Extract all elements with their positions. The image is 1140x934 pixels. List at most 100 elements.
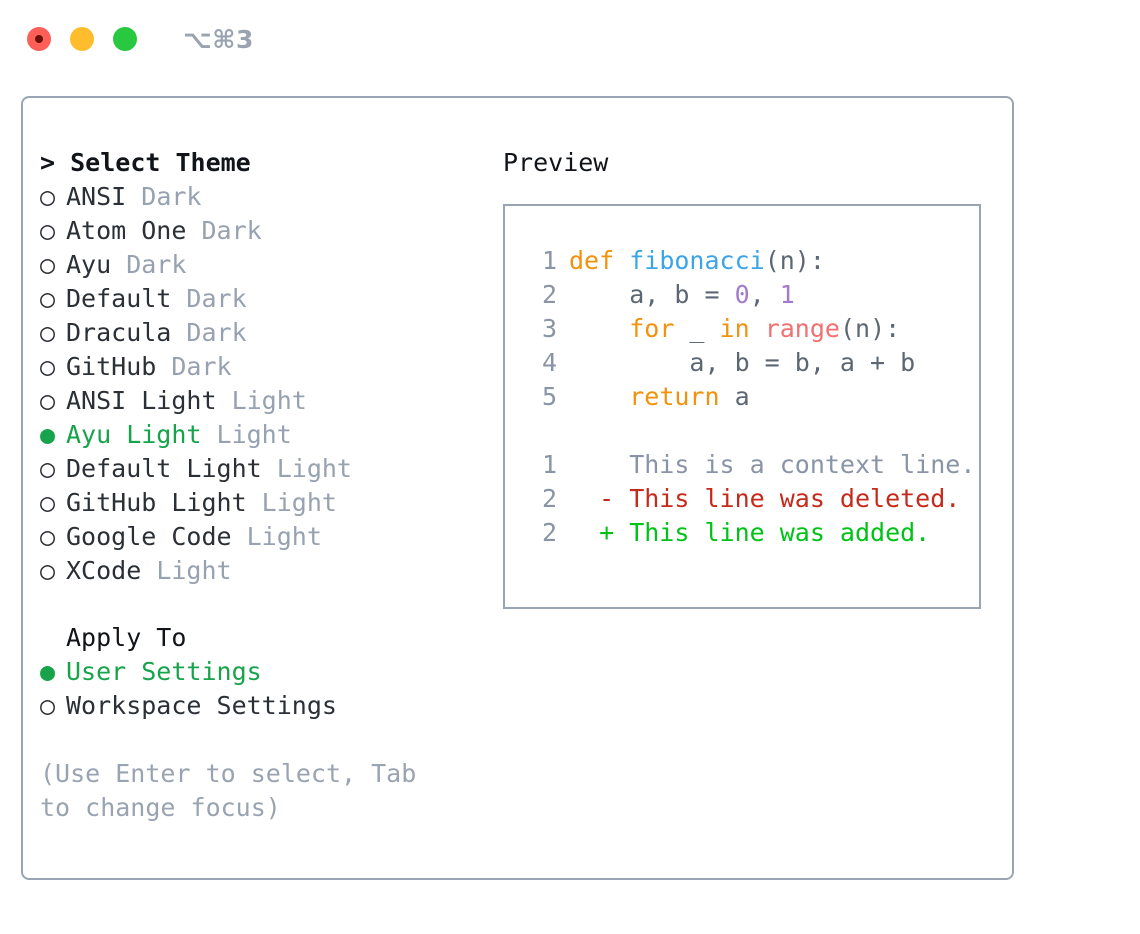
theme-option-11[interactable]: ○XCode Light xyxy=(40,554,503,588)
diff-line-add: 2 + This line was added. xyxy=(523,516,979,550)
radio-unselected-icon: ○ xyxy=(40,352,56,381)
code-line-number: 2 xyxy=(541,280,557,309)
theme-option-label: Ayu Light xyxy=(66,420,202,449)
theme-option-variant: Dark xyxy=(111,250,187,279)
code-line-text: a, b = b, a + b xyxy=(569,346,915,380)
code-line: 3 for _ in range(n): xyxy=(523,312,979,346)
radio-unselected-icon: ○ xyxy=(40,318,56,347)
code-token-kw: return xyxy=(629,382,720,411)
theme-option-label: GitHub Light xyxy=(66,488,247,517)
theme-option-7[interactable]: ●Ayu Light Light xyxy=(40,418,503,452)
theme-option-2[interactable]: ○ Ayu Dark xyxy=(40,248,503,282)
diff-line-text: + This line was added. xyxy=(569,518,931,547)
code-line-number: 1 xyxy=(541,246,557,275)
focus-caret: > xyxy=(40,148,71,177)
theme-option-label: ANSI xyxy=(66,182,127,211)
code-token-pl xyxy=(569,314,629,343)
theme-option-0[interactable]: ○ANSI Dark xyxy=(40,180,503,214)
code-token-kw: def xyxy=(569,246,630,275)
code-line: 1 def fibonacci(n): xyxy=(523,244,979,278)
radio-unselected-icon: ○ xyxy=(40,250,56,279)
apply-option-label: User Settings xyxy=(66,657,262,686)
code-line-text: return a xyxy=(569,380,750,414)
diff-sample: 1 This is a context line.2 - This line w… xyxy=(523,448,979,550)
diff-line-del: 2 - This line was deleted. xyxy=(523,482,979,516)
theme-option-label: Atom One xyxy=(66,216,187,245)
apply-option-1[interactable]: ○Workspace Settings xyxy=(40,689,503,723)
theme-option-variant: Light xyxy=(261,454,352,483)
theme-option-label: Default Light xyxy=(66,454,262,483)
code-token-fn: fibonacci xyxy=(629,246,765,275)
code-line: 4 a, b = b, a + b xyxy=(523,346,979,380)
apply-option-0[interactable]: ● User Settings xyxy=(40,655,503,689)
code-diff-spacer xyxy=(523,414,979,448)
diff-line-number: 2 xyxy=(541,484,557,513)
theme-list-panel: > Select Theme ○ANSI Dark○Atom One Dark○… xyxy=(23,146,503,878)
theme-option-3[interactable]: ○ Default Dark xyxy=(40,282,503,316)
theme-option-6[interactable]: ○ANSI Light Light xyxy=(40,384,503,418)
radio-unselected-icon: ○ xyxy=(40,216,56,245)
radio-unselected-icon: ○ xyxy=(40,284,56,313)
code-line: 5 return a xyxy=(523,380,979,414)
theme-option-label: Default xyxy=(66,284,172,313)
theme-option-1[interactable]: ○Atom One Dark xyxy=(40,214,503,248)
code-token-kw: for xyxy=(629,314,675,343)
keyboard-shortcut-label: ⌥⌘3 xyxy=(183,24,254,54)
diff-line-number: 2 xyxy=(541,518,557,547)
minimize-button[interactable] xyxy=(70,27,94,51)
radio-unselected-icon: ○ xyxy=(40,182,56,211)
theme-option-10[interactable]: ○ Google Code Light xyxy=(40,520,503,554)
diff-line-number: 1 xyxy=(541,450,557,479)
theme-option-variant: Dark xyxy=(156,352,232,381)
theme-option-label: GitHub xyxy=(66,352,157,381)
theme-option-variant: Dark xyxy=(171,284,247,313)
maximize-button[interactable] xyxy=(113,27,137,51)
theme-option-label: Ayu xyxy=(66,250,112,279)
theme-option-4[interactable]: ○ Dracula Dark xyxy=(40,316,503,350)
code-token-pl: , xyxy=(749,280,780,309)
list-spacer xyxy=(40,588,503,621)
theme-option-label: Dracula xyxy=(66,318,172,347)
apply-to-list: ● User Settings ○Workspace Settings xyxy=(40,655,503,723)
select-theme-heading-label: Select Theme xyxy=(70,148,251,177)
theme-option-variant: Light xyxy=(201,420,292,449)
recording-dot-icon xyxy=(35,35,43,43)
code-token-pl: (n): xyxy=(764,246,825,275)
code-line-text: def fibonacci(n): xyxy=(569,244,825,278)
theme-option-label: Google Code xyxy=(66,522,232,551)
code-token-pl: a, b = xyxy=(569,280,735,309)
radio-unselected-icon: ○ xyxy=(40,522,56,551)
preview-title: Preview xyxy=(503,148,609,177)
code-token-bi: range xyxy=(764,314,840,343)
radio-selected-icon: ● xyxy=(40,657,56,686)
radio-unselected-icon: ○ xyxy=(40,454,56,483)
code-token-pl: (n): xyxy=(839,314,901,343)
theme-option-5[interactable]: ○ GitHub Dark xyxy=(40,350,503,384)
theme-option-variant: Light xyxy=(246,488,337,517)
theme-option-8[interactable]: ○ Default Light Light xyxy=(40,452,503,486)
radio-unselected-icon: ○ xyxy=(40,386,56,415)
code-line-number: 4 xyxy=(541,348,557,377)
code-token-pl xyxy=(569,382,629,411)
radio-unselected-icon: ○ xyxy=(40,488,56,517)
apply-option-label: Workspace Settings xyxy=(66,691,337,720)
theme-option-variant: Light xyxy=(141,556,232,585)
close-button[interactable] xyxy=(27,27,51,51)
title-bar: ⌥⌘3 xyxy=(0,0,1140,78)
code-token-pl: a xyxy=(719,382,750,411)
keyboard-hint: (Use Enter to select, Tab to change focu… xyxy=(40,759,432,822)
code-line: 2 a, b = 0, 1 xyxy=(523,278,979,312)
theme-option-variant: Light xyxy=(216,386,307,415)
theme-option-9[interactable]: ○ GitHub Light Light xyxy=(40,486,503,520)
radio-unselected-icon: ○ xyxy=(40,556,56,585)
code-line-text: for _ in range(n): xyxy=(569,312,900,346)
code-line-text: a, b = 0, 1 xyxy=(569,278,795,312)
theme-option-variant: Dark xyxy=(171,318,247,347)
window-controls xyxy=(27,27,137,51)
theme-option-variant: Light xyxy=(231,522,322,551)
theme-picker-card: > Select Theme ○ANSI Dark○Atom One Dark○… xyxy=(21,96,1014,880)
